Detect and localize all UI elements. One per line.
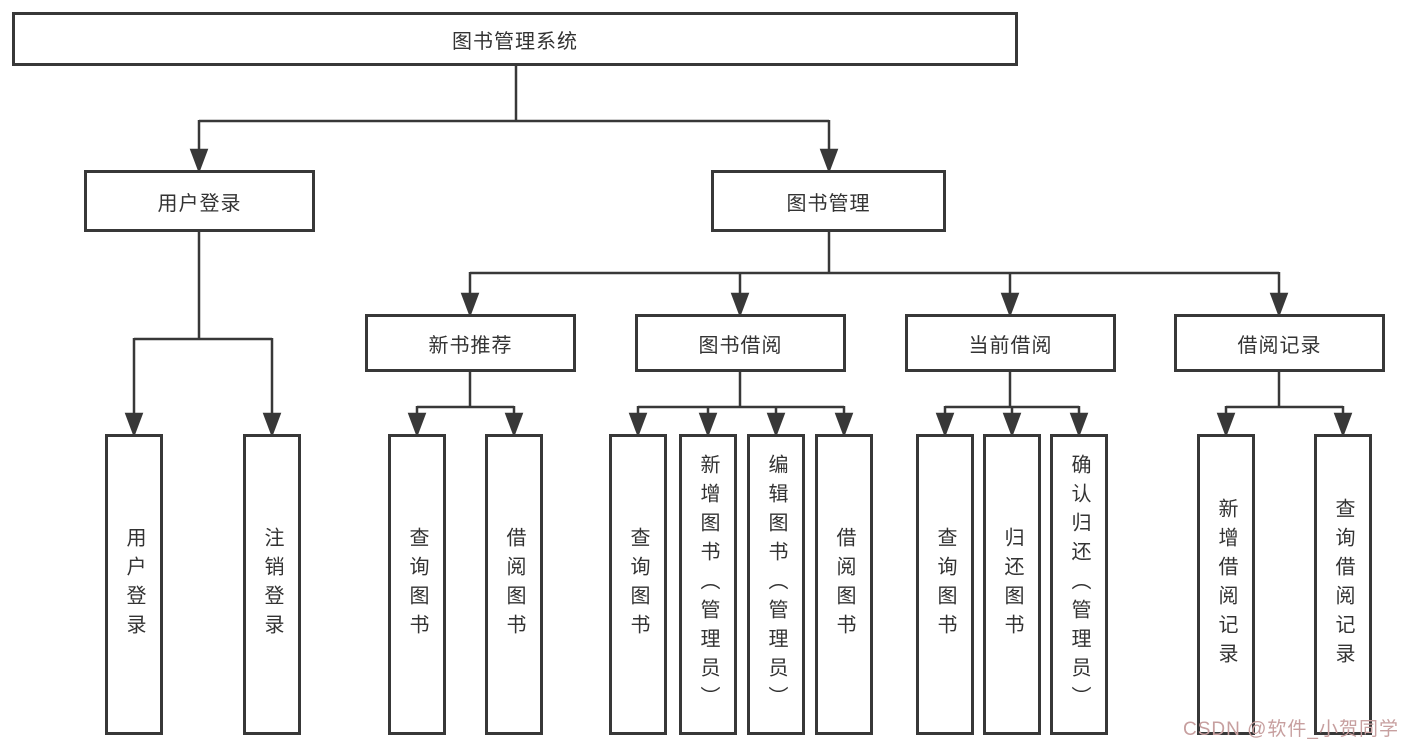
node-current-borrow-label: 当前借阅 — [968, 334, 1053, 357]
node-borrow-records: 借阅记录 — [1174, 314, 1385, 372]
leaf-bb-query-books-label: 查询图书 — [627, 526, 649, 643]
node-book-borrow: 图书借阅 — [635, 314, 846, 372]
leaf-nb-borrow-books-label: 借阅图书 — [503, 526, 525, 643]
csdn-watermark: CSDN @软件_小贺同学 — [1183, 719, 1399, 740]
leaf-bb-add-books-admin-label: 新增图书（管理员） — [697, 454, 719, 715]
leaf-bb-borrow-books-label: 借阅图书 — [833, 526, 855, 643]
leaf-bb-add-books-admin: 新增图书（管理员） — [679, 434, 737, 735]
leaf-br-add-record-label: 新增借阅记录 — [1215, 497, 1237, 672]
leaf-nb-query-books: 查询图书 — [388, 434, 446, 735]
leaf-cb-return-books: 归还图书 — [983, 434, 1041, 735]
leaf-br-query-record-label: 查询借阅记录 — [1332, 497, 1354, 672]
leaf-br-add-record: 新增借阅记录 — [1197, 434, 1255, 735]
node-current-borrow: 当前借阅 — [905, 314, 1116, 372]
leaf-bb-borrow-books: 借阅图书 — [815, 434, 873, 735]
node-new-book-recommend: 新书推荐 — [365, 314, 576, 372]
leaf-bb-edit-books-admin-label: 编辑图书（管理员） — [765, 454, 787, 715]
node-book-borrow-label: 图书借阅 — [698, 334, 783, 357]
node-book-mgmt-label: 图书管理 — [786, 192, 871, 215]
leaf-bb-query-books: 查询图书 — [609, 434, 667, 735]
leaf-cb-return-books-label: 归还图书 — [1001, 526, 1023, 643]
node-user-login-label: 用户登录 — [157, 192, 242, 215]
leaf-cb-confirm-return-admin-label: 确认归还（管理员） — [1068, 454, 1090, 715]
node-new-book-recommend-label: 新书推荐 — [428, 334, 513, 357]
leaf-logout-label: 注销登录 — [261, 526, 283, 643]
leaf-br-query-record: 查询借阅记录 — [1314, 434, 1372, 735]
leaf-logout: 注销登录 — [243, 434, 301, 735]
leaf-cb-confirm-return-admin: 确认归还（管理员） — [1050, 434, 1108, 735]
node-root-label: 图书管理系统 — [452, 30, 578, 53]
leaf-user-login-label: 用户登录 — [123, 526, 145, 643]
leaf-cb-query-books: 查询图书 — [916, 434, 974, 735]
node-book-mgmt: 图书管理 — [711, 170, 946, 232]
leaf-cb-query-books-label: 查询图书 — [934, 526, 956, 643]
leaf-user-login: 用户登录 — [105, 434, 163, 735]
leaf-nb-borrow-books: 借阅图书 — [485, 434, 543, 735]
node-borrow-records-label: 借阅记录 — [1237, 334, 1322, 357]
leaf-bb-edit-books-admin: 编辑图书（管理员） — [747, 434, 805, 735]
node-user-login: 用户登录 — [84, 170, 315, 232]
node-root: 图书管理系统 — [12, 12, 1018, 66]
leaf-nb-query-books-label: 查询图书 — [406, 526, 428, 643]
